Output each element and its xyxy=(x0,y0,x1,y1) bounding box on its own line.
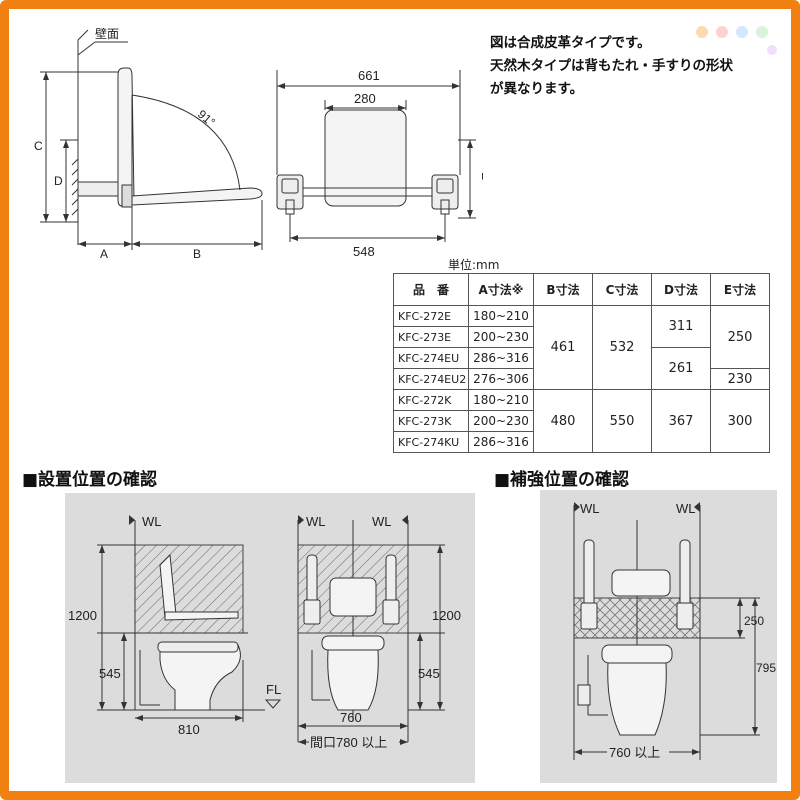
dim-d-label: D xyxy=(54,174,63,188)
dim-545-left: 545 xyxy=(99,666,121,681)
header-b: B寸法 xyxy=(533,273,593,306)
table-row: KFC-274EU2 276~306 230 xyxy=(393,368,770,390)
dim-c-label: C xyxy=(34,139,43,153)
dim-e-label: E xyxy=(479,172,483,180)
table-row: KFC-274KU 286~316 xyxy=(393,431,770,453)
angle-label: 91° xyxy=(195,107,218,130)
header-c: C寸法 xyxy=(592,273,652,306)
wl-label-center-left: WL xyxy=(306,514,326,529)
dim-760-label: 760 xyxy=(340,710,362,725)
dim-545-right: 545 xyxy=(418,666,440,681)
wl-label-left: WL xyxy=(142,514,162,529)
unit-label: 単位:mm xyxy=(448,258,500,272)
header-part: 品 番 xyxy=(393,273,469,306)
a-value: 276~306 xyxy=(468,368,534,390)
part-number: KFC-274EU2 xyxy=(393,368,469,390)
b-value: 480 xyxy=(533,389,593,453)
dim-548-label: 548 xyxy=(353,244,375,259)
d-value: 367 xyxy=(651,389,711,453)
table-header-row: 品 番 A寸法※ B寸法 C寸法 D寸法 E寸法 xyxy=(393,273,770,306)
a-value: 180~210 xyxy=(468,389,534,411)
dim-1200-right: 1200 xyxy=(432,608,461,623)
note-line-3: が異なります。 xyxy=(490,81,584,97)
dim-760-over-label: 760 以上 xyxy=(609,745,660,760)
table-row: KFC-273E 200~230 xyxy=(393,326,770,348)
part-number: KFC-272K xyxy=(393,389,469,411)
a-value: 200~230 xyxy=(468,326,534,348)
b-value: 461 xyxy=(533,305,593,390)
d-value: 311 xyxy=(651,305,711,348)
a-value: 286~316 xyxy=(468,347,534,369)
table-row: KFC-274EU 286~316 261 xyxy=(393,347,770,390)
dim-250-label: 250 xyxy=(744,614,764,628)
part-number: KFC-274KU xyxy=(393,431,469,453)
c-value: 550 xyxy=(592,389,652,453)
dim-810-label: 810 xyxy=(178,722,200,737)
dim-280-label: 280 xyxy=(354,91,376,106)
part-number: KFC-274EU xyxy=(393,347,469,369)
product-note: 図は合成皮革タイプです。 天然木タイプは背もたれ・手すりの形状 が異なります。 xyxy=(490,32,733,101)
a-value: 180~210 xyxy=(468,305,534,327)
a-value: 200~230 xyxy=(468,410,534,432)
dim-1200-left: 1200 xyxy=(68,608,97,623)
install-section-title: ■設置位置の確認 xyxy=(22,470,158,490)
wl-label-center-right: WL xyxy=(372,514,392,529)
reinforce-diagram: WL WL 250 795 760 以上 xyxy=(573,501,776,760)
header-d: D寸法 xyxy=(651,273,711,306)
e-value: 230 xyxy=(710,368,770,390)
front-view-drawing: 661 280 E 548 xyxy=(276,68,483,259)
wall-label: 壁面 xyxy=(95,26,119,41)
fl-label: FL xyxy=(266,682,281,697)
header-e: E寸法 xyxy=(710,273,770,306)
wl-label-reinforce-right: WL xyxy=(676,501,696,516)
e-value: 250 xyxy=(710,305,770,369)
dim-a-label: A xyxy=(100,247,108,261)
reinforce-section-title: ■補強位置の確認 xyxy=(494,470,630,490)
c-value: 532 xyxy=(592,305,652,390)
reinforce-panel: WL WL 250 795 760 以上 xyxy=(540,490,777,783)
spec-table: 品 番 A寸法※ B寸法 C寸法 D寸法 E寸法 KFC-272E 180~21… xyxy=(393,273,770,453)
dim-b-label: B xyxy=(193,247,201,261)
install-diagram: WL 1200 545 810 FL xyxy=(68,514,461,750)
header-a: A寸法※ xyxy=(468,273,534,306)
dim-661-label: 661 xyxy=(358,68,380,83)
part-number: KFC-273E xyxy=(393,326,469,348)
d-value: 261 xyxy=(651,347,711,390)
a-value: 286~316 xyxy=(468,431,534,453)
wl-label-reinforce-left: WL xyxy=(580,501,600,516)
table-row: KFC-272E 180~210 461 532 311 250 xyxy=(393,305,770,390)
table-row: KFC-273K 200~230 xyxy=(393,410,770,432)
opening-label: 間口780 以上 xyxy=(310,735,387,750)
side-view-drawing: 壁面 91° C D A B xyxy=(34,26,263,261)
part-number: KFC-273K xyxy=(393,410,469,432)
part-number: KFC-272E xyxy=(393,305,469,327)
watermark-logo xyxy=(696,26,777,55)
install-panel: WL 1200 545 810 FL xyxy=(65,493,475,783)
note-line-2: 天然木タイプは背もたれ・手すりの形状 xyxy=(490,58,733,74)
note-line-1: 図は合成皮革タイプです。 xyxy=(490,35,651,51)
dim-795-label: 795 xyxy=(756,661,776,675)
table-row: KFC-272K 180~210 480 550 367 300 xyxy=(393,389,770,453)
e-value: 300 xyxy=(710,389,770,453)
